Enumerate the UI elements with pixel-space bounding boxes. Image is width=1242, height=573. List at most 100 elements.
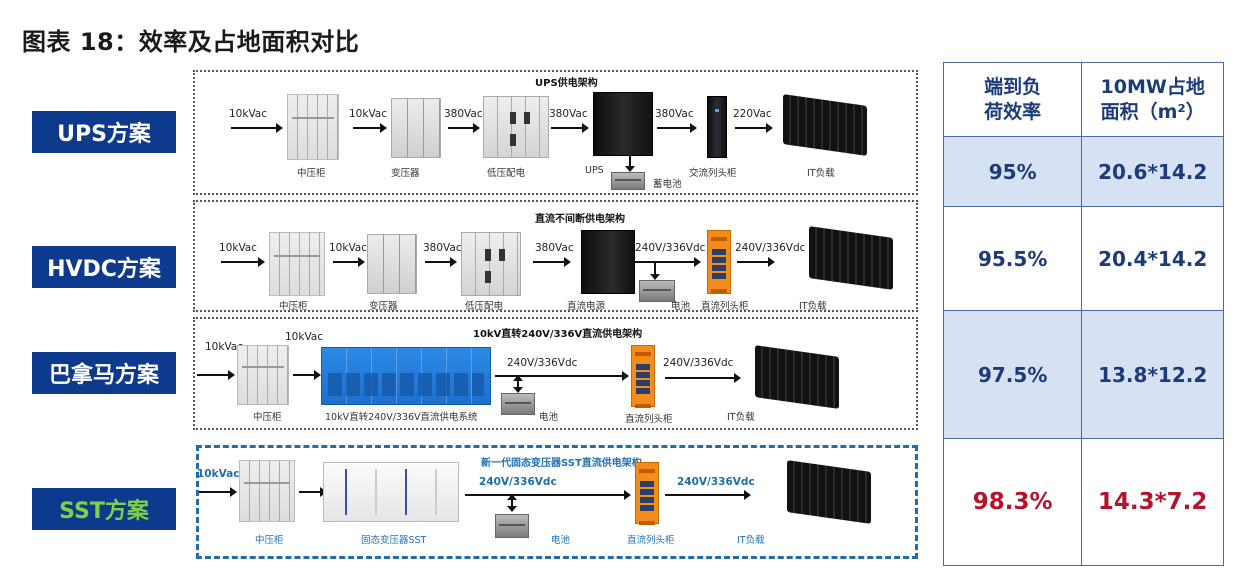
mv-cabinet-image xyxy=(237,345,289,405)
table-row-ups: 95% 20.6*14.2 xyxy=(942,136,1224,207)
efficiency-cell: 95% xyxy=(942,136,1083,207)
header-line: 荷效率 xyxy=(984,100,1042,123)
transformer-image xyxy=(367,234,417,294)
flow-label: 220Vac xyxy=(733,108,772,120)
flow-arrow xyxy=(293,370,321,380)
flow-arrow xyxy=(533,257,571,267)
table-row-panama: 97.5% 13.8*12.2 xyxy=(942,310,1224,439)
flow-arrow xyxy=(657,123,697,133)
flow-label: 10kVac xyxy=(349,108,388,120)
flow-label: 240V/336Vdc xyxy=(507,357,578,369)
flow-label: 240V/336Vdc xyxy=(677,476,755,488)
equipment-caption: 中压柜 xyxy=(253,412,282,423)
efficiency-cell: 97.5% xyxy=(942,310,1083,439)
battery-arrow xyxy=(507,494,517,512)
flow-arrow xyxy=(199,487,237,497)
equipment-caption: 电池 xyxy=(671,301,691,312)
flow-arrow xyxy=(231,123,283,133)
equipment-caption: 交流列头柜 xyxy=(689,168,737,179)
it-load-image xyxy=(755,345,839,409)
equipment-caption: 变压器 xyxy=(369,301,398,312)
equipment-caption: UPS xyxy=(585,165,604,176)
equipment-caption: 蓄电池 xyxy=(653,179,682,190)
mv-cabinet-image xyxy=(269,232,325,296)
figure-title: 图表 18：效率及占地面积对比 xyxy=(22,28,360,56)
flow-label: 240V/336Vdc xyxy=(663,357,734,369)
flow-arrow xyxy=(221,257,265,267)
flow-arrow xyxy=(635,257,701,267)
header-line: 端到负 xyxy=(984,75,1042,98)
battery-arrow xyxy=(513,375,523,393)
equipment-caption: 直流列头柜 xyxy=(701,301,749,312)
scheme-label-ups: UPS方案 xyxy=(32,111,176,153)
mv-cabinet-image xyxy=(239,460,295,522)
flow-arrow xyxy=(425,257,457,267)
dc-column-cabinet-image xyxy=(635,462,659,524)
panama-architecture-panel: 10kV直转240V/336V直流供电架构 10kVac 中压柜 10kVac … xyxy=(193,317,918,430)
flow-label: 10kVac xyxy=(229,108,268,120)
ups-image xyxy=(593,92,653,156)
flow-arrow xyxy=(197,370,235,380)
flow-arrow xyxy=(299,487,327,497)
equipment-caption: 固态变压器SST xyxy=(361,535,427,546)
equipment-caption: 变压器 xyxy=(391,168,420,179)
area-cell: 20.4*14.2 xyxy=(1081,206,1224,311)
battery-image xyxy=(495,514,529,538)
flow-arrow xyxy=(551,123,589,133)
it-load-image xyxy=(809,226,893,290)
scheme-label-sst: SST方案 xyxy=(32,488,176,530)
scheme-label-panama: 巴拿马方案 xyxy=(32,352,176,394)
equipment-caption: 低压配电 xyxy=(465,301,504,312)
equipment-caption: 直流列头柜 xyxy=(625,414,673,425)
equipment-caption: 电池 xyxy=(539,412,559,423)
area-cell: 14.3*7.2 xyxy=(1081,438,1224,566)
flow-label: 240V/336Vdc xyxy=(735,242,806,254)
panel-title: 直流不间断供电架构 xyxy=(535,214,625,225)
dc-power-supply-image xyxy=(581,230,635,294)
dc-column-cabinet-image xyxy=(631,345,655,407)
hvdc-architecture-panel: 直流不间断供电架构 10kVac 中压柜 10kVac 变压器 380Vac 低… xyxy=(193,200,918,312)
comparison-table: 端到负 荷效率 10MW占地 面积（m²） 95% 20.6*14.2 95.5… xyxy=(942,62,1224,566)
equipment-caption: IT负载 xyxy=(727,412,755,423)
table-row-sst: 98.3% 14.3*7.2 xyxy=(942,438,1224,566)
flow-arrow xyxy=(495,371,629,381)
flow-label: 10kVac xyxy=(329,242,368,254)
flow-label: 380Vac xyxy=(535,242,574,254)
panel-title: UPS供电架构 xyxy=(535,78,598,89)
header-area: 10MW占地 面积（m²） xyxy=(1081,62,1224,137)
flow-label: 10kVac xyxy=(197,468,240,480)
lv-distribution-image xyxy=(483,96,549,158)
table-header-row: 端到负 荷效率 10MW占地 面积（m²） xyxy=(942,62,1224,137)
equipment-caption: 10kV直转240V/336V直流供电系统 xyxy=(325,412,478,423)
battery-image xyxy=(639,280,675,302)
equipment-caption: IT负载 xyxy=(799,301,827,312)
equipment-caption: 直流电源 xyxy=(567,301,606,312)
it-load-image xyxy=(787,460,871,524)
equipment-caption: IT负载 xyxy=(737,535,765,546)
flow-label: 10kVac xyxy=(285,331,324,343)
flow-label: 380Vac xyxy=(655,108,694,120)
flow-label: 240V/336Vdc xyxy=(635,242,706,254)
equipment-caption: IT负载 xyxy=(807,168,835,179)
battery-arrow xyxy=(625,156,635,172)
sst-image xyxy=(323,462,459,522)
panel-title: 新一代固态变压器SST直流供电架构 xyxy=(481,458,642,469)
header-efficiency: 端到负 荷效率 xyxy=(942,62,1083,137)
table-row-hvdc: 95.5% 20.4*14.2 xyxy=(942,206,1224,311)
ac-column-cabinet-image xyxy=(707,96,727,158)
battery-image xyxy=(611,172,645,190)
efficiency-cell: 98.3% xyxy=(942,438,1083,566)
battery-image xyxy=(501,393,535,415)
header-line: 面积（m²） xyxy=(1100,100,1205,123)
flow-label: 380Vac xyxy=(549,108,588,120)
dc-column-cabinet-image xyxy=(707,230,731,294)
equipment-caption: 低压配电 xyxy=(487,168,526,179)
equipment-caption: 直流列头柜 xyxy=(627,535,675,546)
flow-arrow xyxy=(737,257,775,267)
equipment-caption: 中压柜 xyxy=(255,535,284,546)
flow-label: 10kVac xyxy=(205,341,244,353)
it-load-image xyxy=(783,94,867,156)
equipment-caption: 电池 xyxy=(551,535,571,546)
panama-power-system-image xyxy=(321,347,491,405)
scheme-label-hvdc: HVDC方案 xyxy=(32,246,176,288)
